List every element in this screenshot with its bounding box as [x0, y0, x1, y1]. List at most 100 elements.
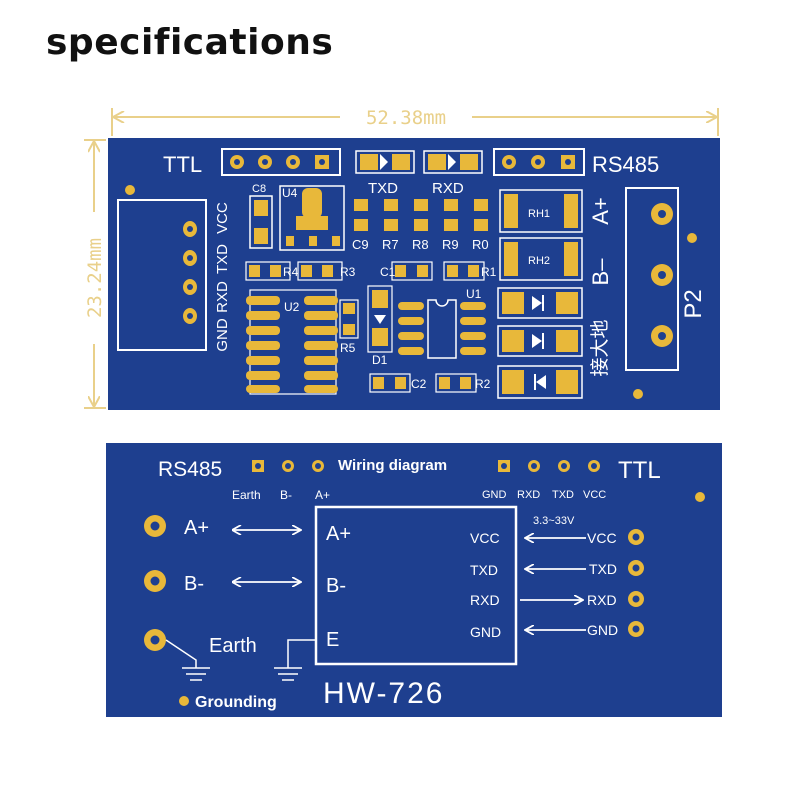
fuse-rh1 [499, 189, 583, 233]
mounting-hole [687, 233, 697, 243]
top-label-gnd: GND [482, 489, 507, 501]
page-title: specifications [46, 22, 334, 63]
chip-u1 [398, 299, 486, 359]
label-c2: C2 [411, 377, 427, 391]
resistor-r2 [435, 373, 477, 393]
fuse-rh2 [499, 237, 583, 281]
label-c8: C8 [252, 183, 266, 195]
back-rs485-header [252, 460, 324, 472]
grounding-label: Grounding [195, 694, 277, 711]
tvs-diode-3 [497, 365, 583, 399]
label-c9: C9 [352, 237, 369, 252]
back-rs485-label: RS485 [158, 458, 222, 481]
rxd-led [423, 150, 483, 174]
label-c1: C1 [380, 265, 396, 279]
label-r0: R0 [472, 237, 489, 252]
resistor-r1 [443, 261, 485, 281]
top-label-earth: Earth [232, 488, 261, 502]
front-ttl-label: TTL [163, 152, 202, 177]
box-label-b-minus: B- [326, 575, 346, 597]
top-label-a: A+ [315, 488, 330, 502]
label-r8: R8 [412, 237, 429, 252]
box-label-txd: TXD [470, 562, 498, 578]
terminal-label-earth: Earth [209, 635, 257, 657]
resistor-row [354, 199, 488, 231]
label-r9: R9 [442, 237, 459, 252]
earth-ground-wiring [165, 639, 316, 681]
mounting-hole [633, 389, 643, 399]
label-r1: R1 [481, 265, 497, 279]
label-u4: U4 [282, 186, 298, 200]
rs485-header [493, 148, 585, 176]
terminal-b-minus [144, 570, 166, 592]
capacitor-c2 [369, 373, 411, 393]
back-ttl-label: TTL [618, 457, 661, 484]
tvs-diode-1 [497, 287, 583, 319]
chip-u2 [246, 289, 338, 395]
txd-led [355, 150, 415, 174]
label-r7: R7 [382, 237, 399, 252]
label-rh1: RH1 [528, 208, 550, 220]
width-dimension-label: 52.38mm [366, 107, 446, 129]
label-r3: R3 [340, 265, 356, 279]
screw-terminal-p2 [625, 187, 679, 371]
box-label-e: E [326, 629, 339, 651]
label-r2: R2 [475, 377, 491, 391]
label-u1: U1 [466, 287, 482, 301]
left-pin-txd: TXD [214, 244, 231, 274]
left-pin-rxd: RXD [214, 281, 231, 313]
capacitor-c1 [391, 261, 433, 281]
pin-label-gnd: GND [587, 622, 618, 638]
back-board [106, 443, 722, 717]
resistor-r5 [339, 299, 359, 339]
terminal-earth [144, 629, 166, 651]
front-rs485-label: RS485 [592, 152, 659, 177]
label-r4: R4 [283, 265, 299, 279]
terminal-label-b-minus: B- [184, 573, 204, 595]
label-d1: D1 [372, 353, 388, 367]
box-label-gnd: GND [470, 624, 501, 640]
top-label-rxd: RXD [517, 489, 540, 501]
box-label-rxd: RXD [470, 592, 500, 608]
front-label-earth: 接大地 [589, 319, 611, 376]
model-label: HW-726 [323, 677, 444, 710]
back-ttl-header [498, 460, 600, 472]
front-label-p2: P2 [680, 289, 707, 318]
terminal-a-plus [144, 515, 166, 537]
resistor-r4-r3 [245, 261, 343, 281]
mounting-hole [695, 492, 705, 502]
pin-label-txd: TXD [589, 561, 617, 577]
tvs-diode-2 [497, 325, 583, 357]
box-label-a-plus: A+ [326, 523, 351, 545]
grounding-dot [179, 696, 189, 706]
top-label-b: B- [280, 488, 292, 502]
front-txd-label: TXD [368, 180, 398, 197]
box-label-vcc: VCC [470, 530, 500, 546]
module-box [314, 505, 518, 666]
height-dimension-label: 23.24mm [84, 238, 106, 318]
label-rh2: RH2 [528, 255, 550, 267]
front-label-a-plus: A+ [588, 197, 613, 225]
height-dimension: 23.24mm [82, 139, 106, 409]
left-pin-header [117, 199, 207, 351]
voltage-label: 3.3~33V [533, 515, 575, 527]
wiring-diagram-title: Wiring diagram [338, 457, 447, 474]
terminal-label-a-plus: A+ [184, 517, 209, 539]
diode-d1 [367, 285, 393, 353]
right-pin-pads [628, 529, 644, 637]
top-label-vcc: VCC [583, 489, 606, 501]
label-r5: R5 [340, 341, 356, 355]
front-rxd-label: RXD [432, 180, 464, 197]
front-label-b-minus: B– [588, 258, 613, 286]
label-u2: U2 [284, 300, 300, 314]
pin-label-vcc: VCC [587, 530, 617, 546]
left-pin-gnd: GND [214, 318, 231, 352]
front-board [108, 138, 720, 410]
mounting-hole [125, 185, 135, 195]
top-label-txd: TXD [552, 489, 574, 501]
width-dimension: 52.38mm [111, 106, 719, 136]
ttl-header [221, 148, 341, 176]
regulator-u4 [279, 185, 345, 251]
capacitor-c8 [249, 195, 273, 249]
